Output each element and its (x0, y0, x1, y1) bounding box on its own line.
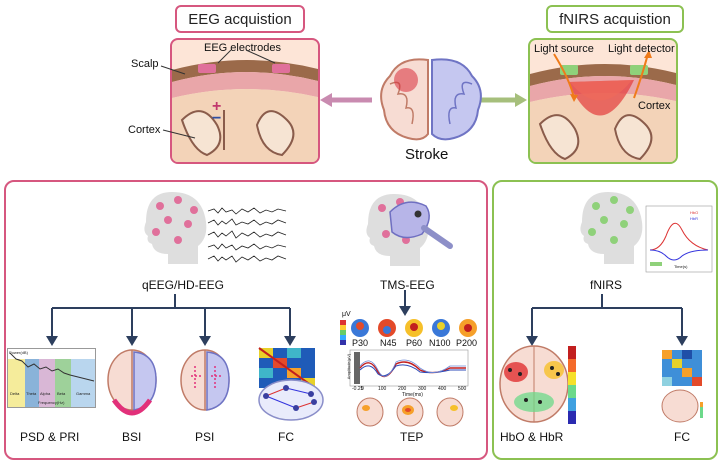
psi-label: PSI (195, 430, 215, 444)
tep-colorbar (340, 320, 346, 345)
eeg-traces (207, 207, 287, 263)
fc-matrix-fnirs (662, 350, 702, 386)
qeeg-head-icon (144, 192, 207, 264)
fc-label-eeg: FC (278, 430, 294, 444)
psd-plot: Delta Theta Alpha Beta Gamma Frequency(H… (7, 348, 96, 408)
stroke-brain-icon (380, 58, 482, 141)
arrow-to-fnirs (515, 93, 527, 107)
eeg-label-pointers (0, 0, 200, 100)
tep-comp-p200: P200 (456, 338, 478, 348)
hbr-curve (649, 249, 709, 261)
minus-sign: − (212, 110, 222, 127)
tep-comp-n100: N100 (429, 338, 451, 348)
stroke-lesion (394, 68, 418, 92)
light-source-label: Light source (534, 43, 594, 55)
eeg-branch-connectors (46, 290, 411, 346)
tep-xtick-6: 500 (458, 386, 467, 392)
fnirs-response-plot (645, 205, 713, 273)
plus-sign: + (212, 98, 222, 115)
tep-comp-p60: P60 (406, 338, 423, 348)
psd-band-delta: Delta (10, 391, 20, 396)
qeeg-label: qEEG/HD-EEG (142, 278, 225, 292)
hbo-activation-brain (499, 345, 569, 423)
psd-band-alpha: Alpha (40, 391, 51, 396)
fnirs-head-icon (580, 192, 643, 264)
fnirs-legend-hbr: HbR (690, 216, 699, 221)
tep-comp-n45: N45 (380, 338, 397, 348)
psi-brain-icon (180, 349, 230, 411)
fnirs-legend-hbo: HbO (690, 210, 699, 215)
arrow-to-eeg (320, 93, 332, 107)
fnirs-inset-box: Light source Light detector Cortex (528, 38, 678, 164)
tms-coil-icon (389, 201, 430, 239)
fc-brain-fnirs (661, 389, 703, 423)
fnirs-acquisition-title-text: fNIRS acquistion (559, 10, 671, 28)
tep-ylabel: Amplitude(μV) (346, 353, 352, 380)
tep-xtick-2: 100 (378, 386, 387, 392)
bsi-link (111, 398, 153, 416)
tep-waveform-plot (349, 349, 469, 387)
psd-band-beta: Beta (57, 391, 66, 396)
bsi-brain-icon (107, 349, 157, 416)
tep-xlabel: Time(ms) (402, 392, 423, 398)
tep-xtick-0: -0.25 (352, 386, 364, 392)
tms-head-icon (366, 194, 453, 266)
bsi-label: BSI (122, 430, 142, 444)
fnirs-inset-illustration (530, 50, 676, 162)
tep-brain-maps (356, 397, 464, 427)
tep-xtick-4: 300 (418, 386, 427, 392)
cortex-label-eeg: Cortex (128, 124, 161, 136)
eeg-electrode-right (272, 64, 290, 73)
eeg-inset-illustration (172, 60, 318, 162)
eeg-acquisition-title: EEG acquistion (175, 5, 305, 33)
psd-ylabel: Power(dB) (9, 350, 28, 355)
fc-brain-network (258, 379, 324, 421)
stroke-label: Stroke (405, 146, 449, 163)
eeg-inset-box: EEG electrodes + − (170, 38, 320, 164)
tep-topomaps (351, 319, 477, 337)
eeg-electrode-left (198, 64, 216, 73)
tep-label: TEP (400, 430, 424, 444)
fnirs-branch-connectors (526, 294, 688, 346)
tep-xtick-5: 400 (438, 386, 447, 392)
hbo-hbr-label: HbO & HbR (500, 430, 564, 444)
fc-label-fnirs: FC (674, 430, 690, 444)
hbo-curve (649, 222, 709, 251)
psd-xlabel: Frequency(Hz) (38, 400, 65, 405)
tep-xtick-3: 200 (398, 386, 407, 392)
psd-pri-label: PSD & PRI (20, 430, 80, 444)
fnirs-acquisition-title: fNIRS acquistion (546, 5, 684, 33)
tep-xtick-1: 0 (361, 386, 364, 392)
psd-band-fill (8, 349, 95, 407)
psd-band-theta: Theta (26, 391, 37, 396)
cortex-label-fnirs: Cortex (638, 100, 671, 112)
tms-eeg-label: TMS-EEG (380, 278, 435, 292)
eeg-acquisition-title-text: EEG acquistion (188, 10, 292, 28)
tep-comp-p30: P30 (352, 338, 369, 348)
psd-band-gamma: Gamma (76, 391, 91, 396)
hbo-colorbar (568, 346, 576, 424)
fnirs-plot-xlabel: Time(s) (674, 264, 688, 269)
fnirs-label: fNIRS (590, 278, 623, 292)
scalp-label: Scalp (131, 58, 159, 70)
electrodes-label: EEG electrodes (204, 42, 282, 54)
light-detector-label: Light detector (608, 43, 675, 55)
tep-unit-label: μV (342, 311, 351, 318)
